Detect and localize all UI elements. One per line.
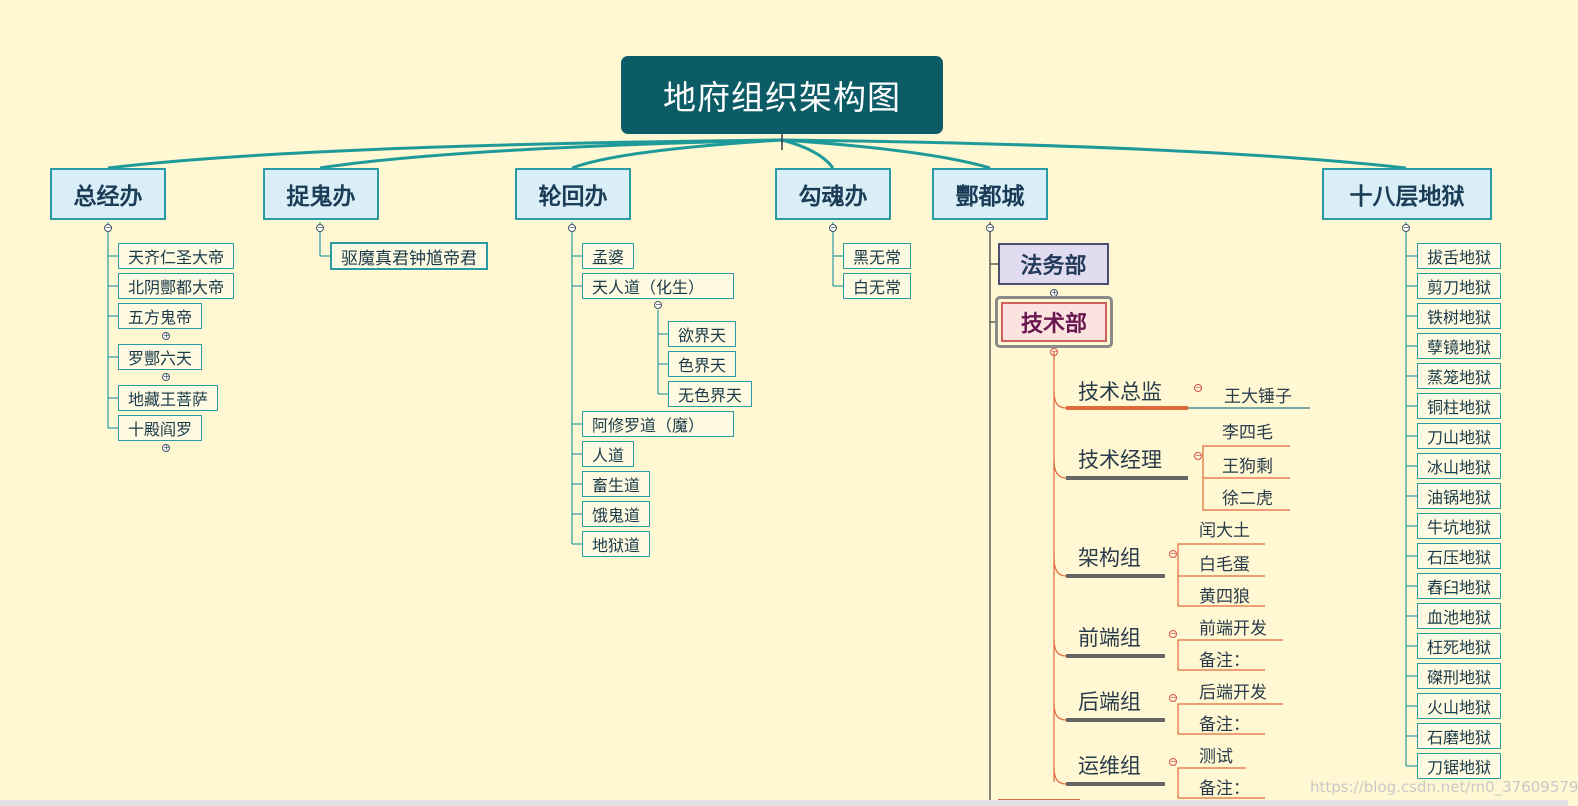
list-item[interactable]: 磔刑地狱 <box>1417 663 1502 689</box>
list-item[interactable]: 刀锯地狱 <box>1417 753 1502 779</box>
horizontal-scrollbar[interactable] <box>0 800 1568 806</box>
group-jishu-jingli[interactable]: 技术经理 <box>1078 448 1162 472</box>
member[interactable]: 测试 <box>1199 747 1233 767</box>
list-item[interactable]: 火山地狱 <box>1417 693 1502 719</box>
group-qianduan[interactable]: 前端组 <box>1078 626 1141 650</box>
list-item[interactable]: 石磨地狱 <box>1417 723 1502 749</box>
list-item[interactable]: 地藏王菩萨 <box>118 385 219 411</box>
branch-zhuoguiban[interactable]: 捉鬼办 <box>263 168 379 220</box>
list-item[interactable]: 十殿阎罗 <box>118 415 203 441</box>
member[interactable]: 徐二虎 <box>1222 489 1273 509</box>
collapse-toggle[interactable]: − <box>1194 383 1202 392</box>
dept-jishubu-label: 技术部 <box>1001 302 1107 342</box>
list-item[interactable]: 剪刀地狱 <box>1417 273 1502 299</box>
list-item[interactable]: 孽镜地狱 <box>1417 333 1502 359</box>
list-item[interactable]: 五方鬼帝 <box>118 303 203 329</box>
list-item[interactable]: 白无常 <box>843 273 912 299</box>
member[interactable]: 闰大土 <box>1199 521 1250 541</box>
member[interactable]: 王大锤子 <box>1224 387 1292 407</box>
branch-gouhunban[interactable]: 勾魂办 <box>775 168 891 220</box>
member[interactable]: 白毛蛋 <box>1199 555 1250 575</box>
member[interactable]: 备注： <box>1199 779 1250 799</box>
diyu-ticks <box>1406 255 1417 767</box>
collapse-toggle[interactable]: − <box>654 300 662 309</box>
group-underlines <box>1066 476 1188 786</box>
list-item[interactable]: 地狱道 <box>582 531 651 557</box>
member[interactable]: 备注： <box>1199 651 1250 671</box>
member[interactable]: 备注： <box>1199 715 1250 735</box>
collapse-toggle[interactable]: − <box>1402 223 1410 232</box>
branch-stems <box>107 222 1407 766</box>
watermark: https://blog.csdn.net/m0_37609579 <box>1310 778 1578 796</box>
expand-toggle[interactable]: + <box>162 331 170 340</box>
list-item[interactable]: 北阴酆都大帝 <box>118 273 235 299</box>
collapse-toggle[interactable]: − <box>568 223 576 232</box>
list-item[interactable]: 舂臼地狱 <box>1417 573 1502 599</box>
list-item[interactable]: 石压地狱 <box>1417 543 1502 569</box>
list-item[interactable]: 刀山地狱 <box>1417 423 1502 449</box>
list-item[interactable]: 阿修罗道（魔） <box>582 411 734 437</box>
collapse-toggle[interactable]: − <box>1050 347 1058 356</box>
expand-toggle[interactable]: + <box>162 372 170 381</box>
dept-jishubu[interactable]: 技术部 <box>995 296 1113 348</box>
jishu-connectors <box>1053 352 1290 799</box>
list-item[interactable]: 欲界天 <box>668 321 737 347</box>
collapse-toggle[interactable]: − <box>1169 757 1177 766</box>
member[interactable]: 王狗剩 <box>1222 457 1273 477</box>
list-item[interactable]: 色界天 <box>668 351 737 377</box>
list-item[interactable]: 黑无常 <box>843 243 912 269</box>
collapse-toggle[interactable]: − <box>1169 693 1177 702</box>
dept-fawubu[interactable]: 法务部 <box>998 243 1109 285</box>
list-item[interactable]: 蒸笼地狱 <box>1417 363 1502 389</box>
list-item[interactable]: 天齐仁圣大帝 <box>118 243 235 269</box>
branch-shibaceng-diyu[interactable]: 十八层地狱 <box>1322 168 1492 220</box>
list-item[interactable]: 饿鬼道 <box>582 501 651 527</box>
branch-zongjingban[interactable]: 总经办 <box>50 168 166 220</box>
list-item[interactable]: 畜生道 <box>582 471 651 497</box>
list-item[interactable]: 铜柱地狱 <box>1417 393 1502 419</box>
group-houduan[interactable]: 后端组 <box>1078 690 1141 714</box>
list-item[interactable]: 天人道（化生） <box>582 273 734 299</box>
list-item[interactable]: 枉死地狱 <box>1417 633 1502 659</box>
list-item[interactable]: 拔舌地狱 <box>1417 243 1502 269</box>
list-item[interactable]: 无色界天 <box>668 381 753 407</box>
collapse-toggle[interactable]: − <box>316 223 324 232</box>
branch-lunhuiban[interactable]: 轮回办 <box>515 168 631 220</box>
expand-toggle[interactable]: + <box>162 443 170 452</box>
list-item[interactable]: 人道 <box>582 441 635 467</box>
member[interactable]: 黄四狼 <box>1199 587 1250 607</box>
collapse-toggle[interactable]: − <box>1194 451 1202 460</box>
member[interactable]: 前端开发 <box>1199 619 1267 639</box>
list-item[interactable]: 油锅地狱 <box>1417 483 1502 509</box>
collapse-toggle[interactable]: − <box>986 223 994 232</box>
list-item[interactable]: 牛坑地狱 <box>1417 513 1502 539</box>
collapse-toggle[interactable]: − <box>104 223 112 232</box>
branch-fengducheng[interactable]: 酆都城 <box>932 168 1048 220</box>
root-node[interactable]: 地府组织架构图 <box>621 56 943 134</box>
root-connectors <box>107 138 1407 170</box>
list-item[interactable]: 孟婆 <box>582 243 635 269</box>
collapse-toggle[interactable]: − <box>829 223 837 232</box>
list-item[interactable]: 罗酆六天 <box>118 344 203 370</box>
member[interactable]: 后端开发 <box>1199 683 1267 703</box>
collapse-toggle[interactable]: − <box>1169 549 1177 558</box>
list-item[interactable]: 血池地狱 <box>1417 603 1502 629</box>
list-item[interactable]: 铁树地狱 <box>1417 303 1502 329</box>
list-item[interactable]: 驱魔真君钟馗帝君 <box>330 242 488 270</box>
group-jiagou[interactable]: 架构组 <box>1078 546 1141 570</box>
list-item[interactable]: 冰山地狱 <box>1417 453 1502 479</box>
group-jishu-zongjian[interactable]: 技术总监 <box>1078 380 1162 404</box>
group-yunwei[interactable]: 运维组 <box>1078 754 1141 778</box>
collapse-toggle[interactable]: − <box>1169 629 1177 638</box>
member[interactable]: 李四毛 <box>1222 423 1273 443</box>
